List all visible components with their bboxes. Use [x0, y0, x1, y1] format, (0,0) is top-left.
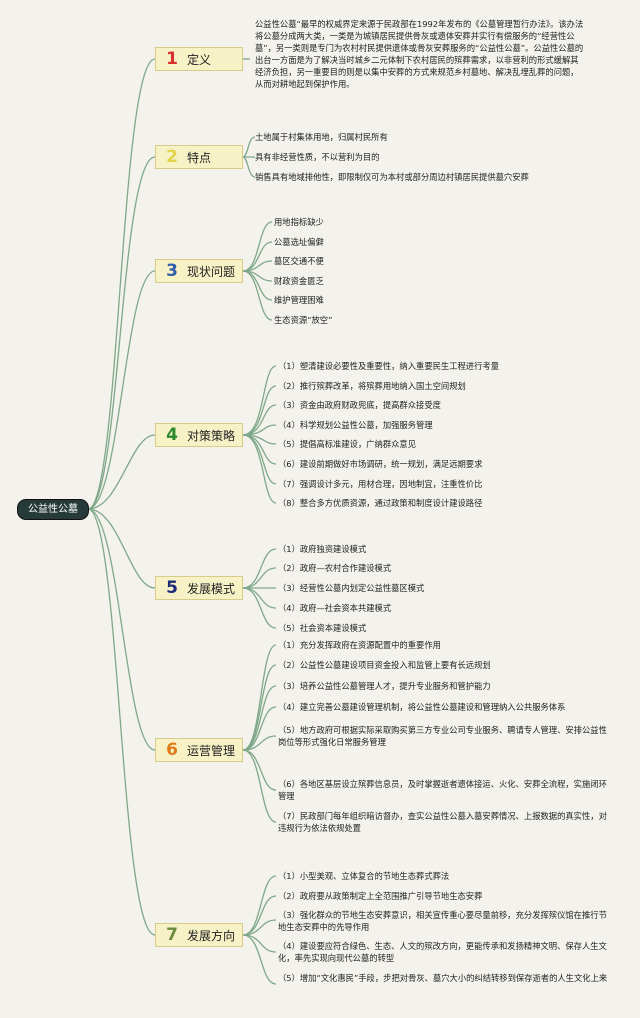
branch-number: 2 — [166, 147, 178, 167]
model-item: （5）社会资本建设模式 — [278, 623, 367, 633]
direction-item: （1）小型美观、立体复合的节地生态葬式葬法 — [278, 871, 450, 881]
strategy-item: （5）提倡高标准建设，广纳群众意见 — [278, 439, 417, 449]
operation-item: （4）建立完善公墓建设管理机制，将公益性公墓建设和管理纳入公共服务体系 — [278, 702, 566, 712]
branch-label: 发展方向 — [187, 928, 236, 943]
definition-text: 公益性公墓“最早的权威界定来源于民政部在1992年发布的《公墓管理暂行办法》。该… — [255, 19, 584, 89]
problem-item: 财政资金匮乏 — [274, 276, 324, 286]
branch-definition[interactable]: 1 定义 — [155, 47, 243, 71]
strategy-item: （1）塑清建设必要性及重要性，纳入重要民生工程进行考量 — [278, 361, 499, 371]
branch-label: 特点 — [187, 150, 212, 165]
model-item: （4）政府—社会资本共建模式 — [278, 603, 392, 613]
branch-models[interactable]: 5 发展模式 — [155, 576, 243, 600]
problem-item: 墓区交通不便 — [274, 256, 324, 266]
direction-item: （5）增加“文化惠民”手段，步把对骨灰、墓穴大小的纠结转移到保存逝者的人生文化上… — [278, 973, 608, 983]
problem-item: 维护管理困难 — [274, 295, 324, 305]
problem-item: 用地指标缺少 — [274, 217, 324, 227]
operation-item: （5）地方政府可根据实际采取购买第三方专业公司专业服务、聘请专人管理、安排公益性… — [278, 725, 607, 747]
model-item: （1）政府独资建设模式 — [278, 544, 367, 554]
branch-label: 现状问题 — [187, 264, 236, 279]
operation-item: （1）充分发挥政府在资源配置中的重要作用 — [278, 640, 441, 650]
branch-label: 定义 — [187, 52, 212, 67]
strategy-item: （2）推行殡葬改革，将殡葬用地纳入国土空间规划 — [278, 381, 466, 391]
strategy-item: （7）强调设计多元，用材合理，因地制宜，注重性价比 — [278, 479, 483, 489]
direction-item: （2）政府要从政策制定上全范围推广引导节地生态安葬 — [278, 891, 483, 901]
problem-item: 公墓选址偏僻 — [274, 237, 324, 247]
branch-directions[interactable]: 7 发展方向 — [155, 923, 243, 947]
problem-item: 生态资源“放空” — [274, 315, 333, 325]
root-node[interactable]: 公益性公墓 — [18, 500, 88, 519]
operation-item: （7）民政部门每年组织暗访督办，查实公益性公墓入墓安葬情况、上报数据的真实性，对… — [278, 811, 607, 833]
branch-label: 对策策略 — [187, 428, 236, 443]
branch-strategies[interactable]: 4 对策策略 — [155, 423, 243, 447]
strategy-item: （3）资金由政府财政兜底，提高群众接受度 — [278, 400, 441, 410]
feature-item: 销售具有地域排他性，即限制仅可为本村或部分周边村镇居民提供墓穴安葬 — [255, 172, 529, 182]
branch-number: 4 — [166, 425, 178, 445]
direction-item: （3）强化群众的节地生态安葬意识，相关宣传重心要尽量前移，充分发挥殡仪馆在推行节… — [278, 910, 607, 932]
operation-item: （6）各地区基层设立殡葬信息员，及时掌握逝者遗体接运、火化、安葬全流程，实施闭环… — [278, 779, 607, 801]
branch-number: 7 — [166, 925, 178, 945]
strategy-item: （8）整合多方优质资源，通过政策和制度设计建设路径 — [278, 498, 483, 508]
strategy-item: （4）科学规划公益性公墓，加强服务管理 — [278, 420, 433, 430]
strategy-item: （6）建设前期做好市场调研，统一规划，满足远期要求 — [278, 459, 483, 469]
model-item: （3）经营性公墓内划定公益性墓区模式 — [278, 583, 425, 593]
branch-number: 1 — [166, 49, 178, 69]
feature-item: 土地属于村集体用地，归属村民所有 — [255, 132, 388, 142]
branch-number: 5 — [166, 578, 178, 598]
feature-item: 具有非经营性质，不以营利为目的 — [255, 152, 380, 162]
branch-features[interactable]: 2 特点 — [155, 145, 243, 169]
direction-item: （4）建设要应符合绿色、生态、人文的殡改方向，更能传承和发扬精神文明、保存人生文… — [278, 941, 607, 963]
operation-item: （2）公益性公墓建设项目资金投入和监管上要有长远规划 — [278, 660, 491, 670]
model-item: （2）政府—农村合作建设模式 — [278, 563, 392, 573]
branch-label: 发展模式 — [187, 581, 236, 596]
branch-label: 运营管理 — [187, 743, 236, 758]
branch-number: 3 — [166, 261, 178, 281]
operation-item: （3）培养公益性公墓管理人才，提升专业服务和管护能力 — [278, 681, 491, 691]
branch-number: 6 — [166, 740, 178, 760]
branch-problems[interactable]: 3 现状问题 — [155, 259, 243, 283]
branch-operations[interactable]: 6 运营管理 — [155, 738, 243, 762]
